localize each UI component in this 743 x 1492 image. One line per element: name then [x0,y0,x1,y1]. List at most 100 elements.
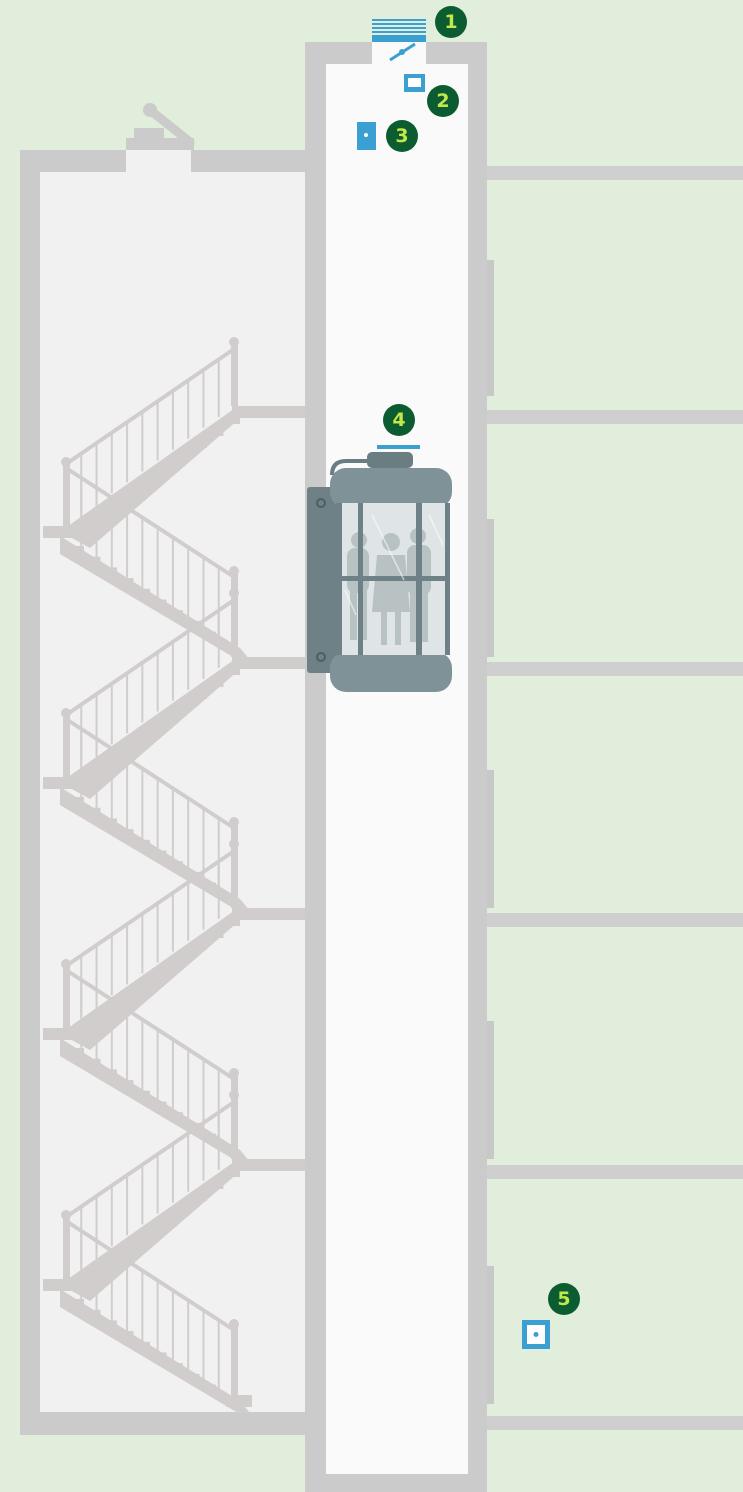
newel-post [63,715,70,777]
marker-label: 1 [444,13,457,32]
stair-step [127,490,141,496]
marker-label: 4 [392,411,405,430]
newel-cap [229,337,239,347]
stair-step [78,1279,92,1285]
stair-step [210,430,224,436]
stair-step [144,1231,158,1237]
newel-cap [229,1319,239,1329]
marker-label: 5 [557,1290,570,1309]
stair-step [226,920,240,926]
stair-step [177,956,191,962]
stair-step [169,1112,183,1118]
newel-cap [61,1210,71,1220]
stair-step [219,642,233,648]
stair-step [127,741,141,747]
stair-step [202,1385,216,1391]
stair-step [177,1207,191,1213]
stair-step [87,1059,101,1065]
newel-cap [61,457,71,467]
stair-step [160,968,174,974]
stair-landing [232,1159,306,1171]
newel-cap [229,817,239,827]
newel-post [63,464,70,526]
stair-landing [232,406,306,418]
newel-cap [229,1090,239,1100]
stair-step [78,1028,92,1034]
marker-label: 2 [436,92,449,111]
stair-step [153,600,167,606]
stair-step [177,705,191,711]
stair-step [87,808,101,814]
stair-step [160,466,174,472]
stair-step [160,1219,174,1225]
stair-step [87,557,101,563]
newel-post [231,1326,238,1406]
newel-post [231,846,238,908]
stair-step [127,1243,141,1249]
stair-step [210,932,224,938]
marker-3[interactable]: 3 [386,120,418,152]
marker-2[interactable]: 2 [427,85,459,117]
elevator-shaft [305,42,487,1492]
stair-step [186,1374,200,1380]
newel-cap [229,839,239,849]
stair-step [120,1080,134,1086]
stair-step [136,589,150,595]
stair-step [136,1342,150,1348]
stair-step [226,418,240,424]
stair-step [103,1069,117,1075]
stair-step [120,1331,134,1337]
marker-1[interactable]: 1 [435,6,467,38]
marker-4[interactable]: 4 [383,404,415,436]
stair-step [169,610,183,616]
newel-cap [229,588,239,598]
stair-step [193,442,207,448]
stair-step [160,717,174,723]
stair-step [103,1320,117,1326]
elevator-cabin [307,452,452,692]
stair-step [193,1195,207,1201]
newel-cap [229,566,239,576]
stair-step [70,797,84,803]
stair-landing [232,908,306,920]
marker-label: 3 [395,127,408,146]
stair-step [136,840,150,846]
control-panel-icon [404,74,425,92]
stair-step [144,980,158,986]
stair-landing [226,1395,252,1407]
newel-cap [61,959,71,969]
cabin-top-device-icon [377,445,420,449]
stair-step [70,1299,84,1305]
newel-post [63,966,70,1028]
stair-step [193,693,207,699]
stair-step [153,1102,167,1108]
stair-step [70,1048,84,1054]
stair-step [193,944,207,950]
stair-landing [232,657,306,669]
newel-post [63,1217,70,1279]
stair-step [87,1310,101,1316]
floor-slabs [486,166,743,1430]
marker-5[interactable]: 5 [548,1283,580,1315]
newel-post [231,595,238,657]
newel-cap [229,1068,239,1078]
stair-step [169,1363,183,1369]
stair-step [219,1144,233,1150]
newel-cap [61,708,71,718]
newel-post [231,1097,238,1159]
stair-step [169,861,183,867]
stair-step [226,1171,240,1177]
stair-step [78,526,92,532]
stair-step [70,546,84,552]
stair-step [153,851,167,857]
stair-step [127,992,141,998]
stair-step [103,567,117,573]
stair-step [78,777,92,783]
stair-step [136,1091,150,1097]
stair-step [226,669,240,675]
stair-step [210,1183,224,1189]
landing-call-button-icon [522,1320,550,1349]
stair-step [177,454,191,460]
landing-doors [486,260,494,1404]
